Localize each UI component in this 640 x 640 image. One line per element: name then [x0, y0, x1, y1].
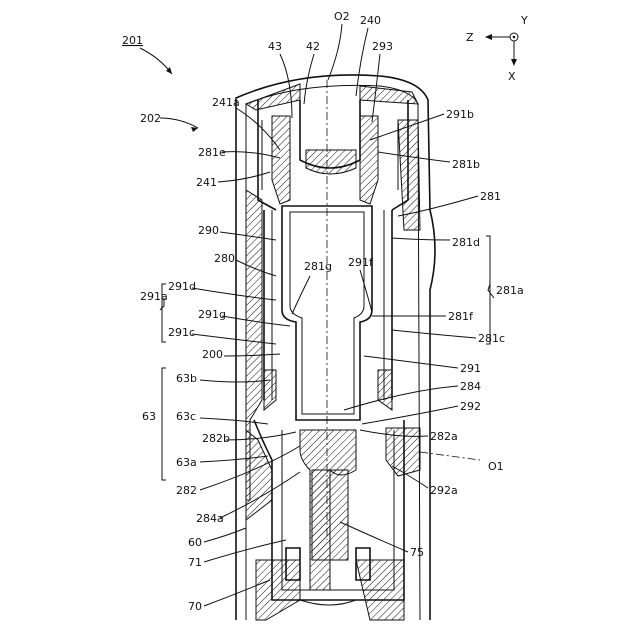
- label-281e: 281e: [198, 146, 226, 159]
- shaft-75: [312, 470, 348, 560]
- label-290: 290: [198, 224, 219, 237]
- label-282: 282: [176, 484, 197, 497]
- label-70: 70: [188, 600, 202, 613]
- label-281f: 281f: [448, 310, 474, 323]
- label-281g: 281g: [304, 260, 332, 273]
- label-60: 60: [188, 536, 202, 549]
- label-282a: 282a: [430, 430, 458, 443]
- lock-left: [264, 370, 276, 410]
- label-63: 63: [142, 410, 156, 423]
- label-241a: 241a: [212, 96, 240, 109]
- label-281a: 281a: [496, 284, 524, 297]
- base-block: [256, 560, 300, 620]
- axis-o1-line: [420, 452, 480, 460]
- label-280: 280: [214, 252, 235, 265]
- right-gripper: [360, 116, 378, 204]
- label-292a: 292a: [430, 484, 458, 497]
- label-281c: 281c: [478, 332, 505, 345]
- label-241: 241: [196, 176, 217, 189]
- label-291b: 291b: [446, 108, 474, 121]
- label-292: 292: [460, 400, 481, 413]
- label-291g: 291g: [198, 308, 226, 321]
- label-282b: 282b: [202, 432, 230, 445]
- label-42: 42: [306, 40, 320, 53]
- label-63c: 63c: [176, 410, 196, 423]
- label-281: 281: [480, 190, 501, 203]
- label-71: 71: [188, 556, 202, 569]
- assembly-arrow: [160, 118, 198, 128]
- coordinate-axes: Z Y X: [466, 14, 528, 83]
- label-o2: O2: [334, 10, 350, 23]
- cross-section: [236, 75, 480, 620]
- axis-y-label: Y: [520, 14, 528, 27]
- figure-number: 201: [122, 34, 143, 47]
- label-291d: 291d: [168, 280, 196, 293]
- label-63a: 63a: [176, 456, 197, 469]
- assembly-label: 202: [140, 112, 161, 125]
- label-291: 291: [460, 362, 481, 375]
- label-284a: 284a: [196, 512, 224, 525]
- label-43: 43: [268, 40, 282, 53]
- axis-z-label: Z: [466, 31, 474, 44]
- label-200: 200: [202, 348, 223, 361]
- label-291f: 291f: [348, 256, 374, 269]
- label-240: 240: [360, 14, 381, 27]
- lock-right: [378, 370, 392, 410]
- axis-x-label: X: [508, 70, 516, 83]
- label-281d: 281d: [452, 236, 480, 249]
- label-284: 284: [460, 380, 481, 393]
- label-o1: O1: [488, 460, 504, 473]
- label-281b: 281b: [452, 158, 480, 171]
- label-75: 75: [410, 546, 424, 559]
- label-63b: 63b: [176, 372, 197, 385]
- left-gripper: [272, 116, 290, 204]
- label-291c: 291c: [168, 326, 195, 339]
- label-293: 293: [372, 40, 393, 53]
